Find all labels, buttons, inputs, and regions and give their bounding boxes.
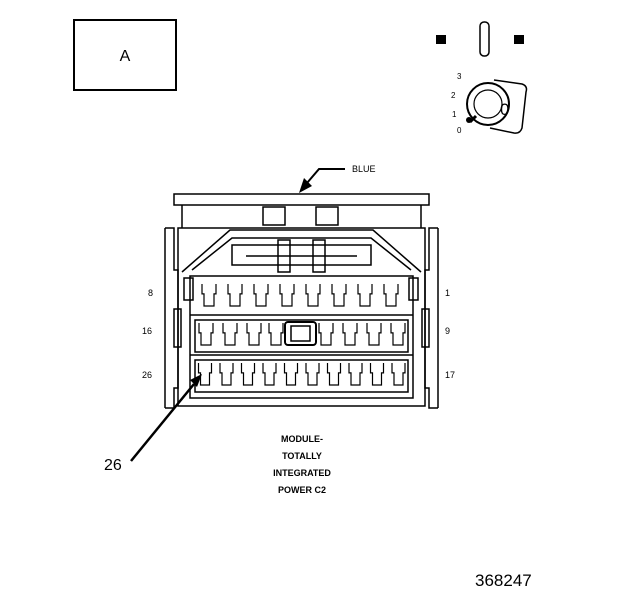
pin-label-1: 1 [445,288,450,298]
pin-label-16: 16 [142,326,152,336]
caption-line-3: INTEGRATED [273,468,331,478]
pin-terminal [201,284,217,307]
pin-terminal [227,284,243,307]
caption-line-1: MODULE- [281,434,323,444]
key-position-2: 2 [451,91,456,100]
pin-terminal [219,363,234,386]
callout-arrowhead [190,374,202,387]
pin-terminal [331,284,347,307]
caption-line-4: POWER C2 [278,485,326,495]
wire-color-label: BLUE [352,164,376,174]
pin-terminal [366,323,382,346]
pin-terminal [318,323,334,346]
connector-body [164,193,439,409]
figure-number: 368247 [475,571,532,590]
pin-terminals [197,284,406,386]
pin-label-8: 8 [148,288,153,298]
pin-terminal [222,323,238,346]
pin-label-9: 9 [445,326,450,336]
caption-line-2: TOTALLY [282,451,322,461]
pin-terminal [391,363,406,386]
key-position-3: 3 [457,72,462,81]
wire-color-leader [306,168,345,184]
pin-terminal [305,363,320,386]
pin-terminal [253,284,269,307]
key-position-1: 1 [452,110,457,119]
key-position-0: 0 [457,126,462,135]
pin-label-17: 17 [445,370,455,380]
pin-terminal [390,323,406,346]
pin-terminal [326,363,342,386]
pin-terminal [246,323,262,346]
callout-pin-number: 26 [104,457,122,474]
pin-terminal [305,284,321,307]
pin-terminal [348,363,363,386]
ignition-key-icon: 3 2 1 0 0 [436,21,528,135]
pin-terminal [357,284,373,307]
view-label-box [73,19,177,91]
pin-terminal [342,323,358,346]
pin-terminal [262,363,277,386]
pin-label-26: 26 [142,370,152,380]
pin-terminal [283,363,299,386]
pin-terminal [268,323,284,346]
pin-terminal [279,284,295,307]
pin-terminal [240,363,256,386]
wire-color-arrowhead [299,178,312,193]
pin-terminal [369,363,385,386]
view-label: A [120,48,131,65]
pin-terminal [197,363,213,386]
pin-terminal [383,284,399,307]
key-position-glyph: 0 [500,100,509,119]
callout-leader [130,383,195,462]
pin-terminal [198,323,214,346]
